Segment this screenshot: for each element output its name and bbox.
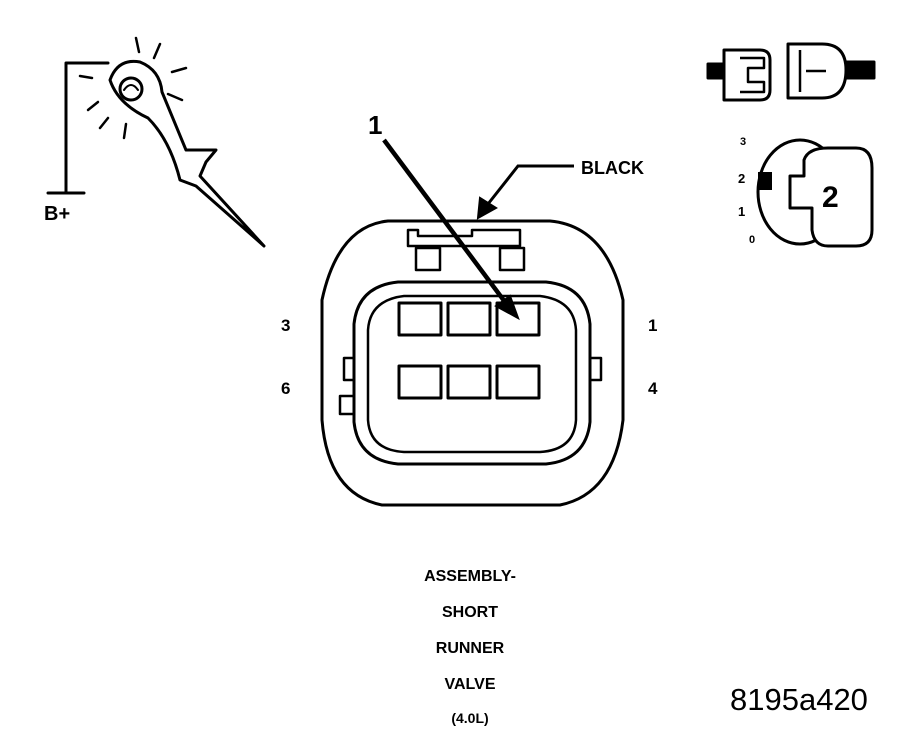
callout-arrow: [382, 138, 520, 321]
pin-label-4: 4: [648, 379, 658, 398]
wire-color-leader: [476, 164, 574, 220]
component-title-line-1: ASSEMBLY-: [424, 568, 516, 585]
ignition-position-1: 1: [738, 204, 746, 219]
wire-color-label: BLACK: [581, 158, 644, 178]
test-light-probe-icon: [46, 36, 266, 248]
pin-label-6: 6: [281, 379, 291, 398]
cavity-5: [446, 364, 492, 400]
disconnected-connector-icon: [706, 42, 876, 102]
ignition-position-2: 2: [738, 171, 746, 186]
pin-label-1: 1: [648, 316, 658, 335]
cavity-6: [397, 364, 443, 400]
cavity-2: [446, 301, 492, 337]
component-title-line-3: RUNNER: [435, 640, 505, 657]
component-title-line-5: (4.0L): [451, 710, 489, 726]
component-title-line-2: SHORT: [442, 604, 498, 621]
component-title-line-4: VALVE: [444, 676, 496, 693]
ignition-key-position: 2: [822, 181, 839, 214]
pin-label-3: 3: [281, 316, 291, 335]
ignition-position-0: 0: [749, 234, 756, 246]
cavity-3: [397, 301, 443, 337]
connector-face: [320, 219, 625, 507]
callout-number: 1: [368, 110, 383, 140]
ignition-position-3: 3: [740, 136, 747, 148]
probe-label: B+: [44, 203, 71, 225]
ignition-key-icon: [756, 138, 874, 248]
figure-id: 8195a420: [730, 682, 868, 717]
cavity-4: [495, 364, 541, 400]
